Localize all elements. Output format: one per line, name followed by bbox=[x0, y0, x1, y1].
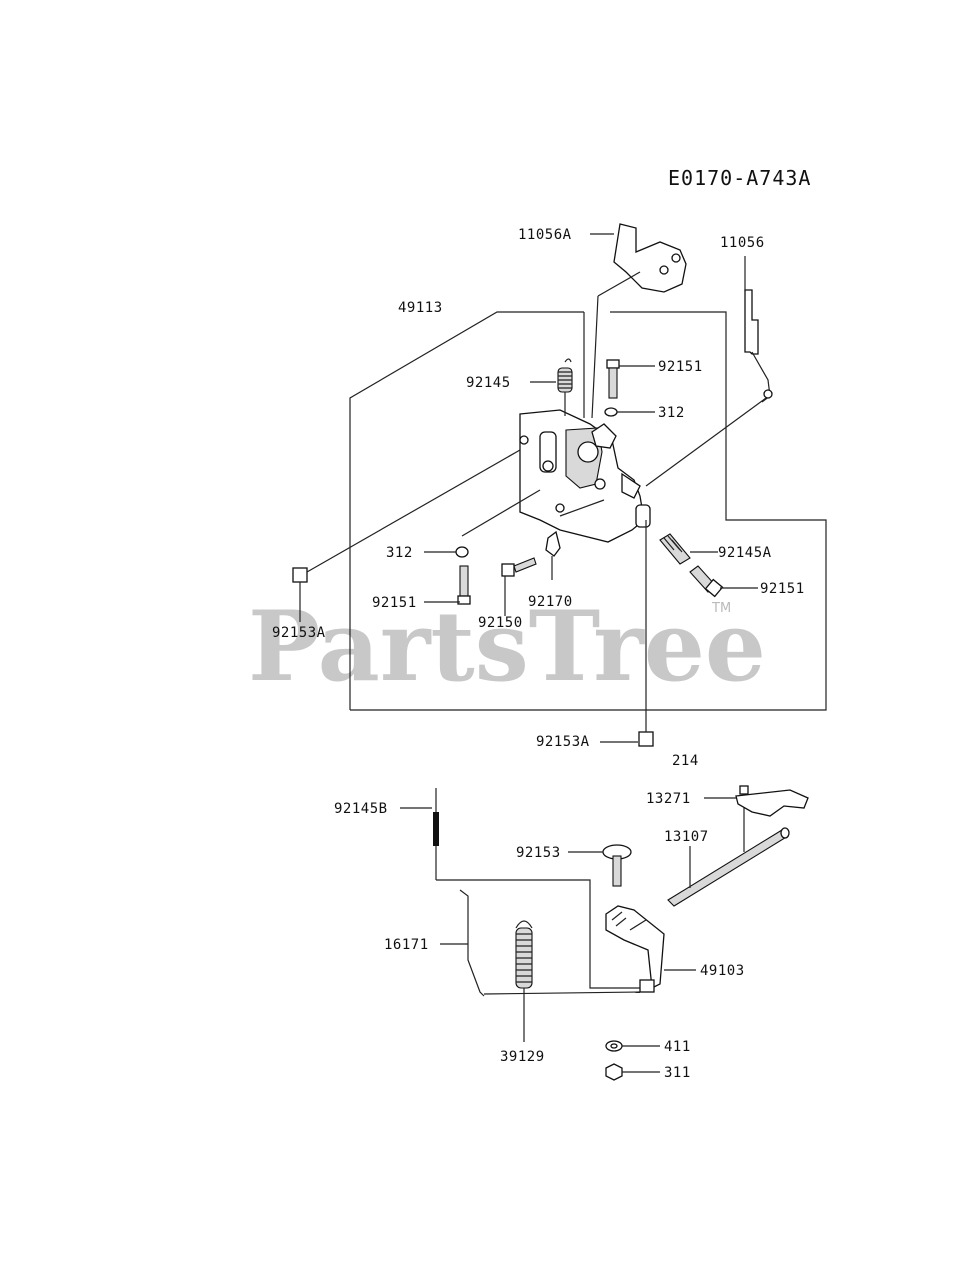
link-rod-11056 bbox=[645, 256, 773, 487]
callout-92145b: 92145B bbox=[334, 801, 388, 817]
callout-49113: 49113 bbox=[398, 300, 443, 316]
callout-312-top: 312 bbox=[658, 405, 685, 421]
callout-92145: 92145 bbox=[466, 375, 511, 391]
callout-92145a: 92145A bbox=[718, 545, 772, 561]
nut-312-left bbox=[455, 546, 469, 558]
spring-39129 bbox=[515, 920, 533, 1042]
callout-311: 311 bbox=[664, 1065, 691, 1081]
lever-49103 bbox=[605, 905, 696, 993]
callout-92151-right: 92151 bbox=[760, 581, 805, 597]
spring-92145a bbox=[659, 533, 691, 565]
watermark-trademark: TM bbox=[711, 601, 731, 616]
callout-92153: 92153 bbox=[516, 845, 561, 861]
callout-11056a: 11056A bbox=[518, 227, 572, 243]
callout-411: 411 bbox=[664, 1039, 691, 1055]
rod-92145b bbox=[400, 788, 640, 989]
watermark: PartsTree bbox=[248, 590, 766, 703]
washer-411 bbox=[605, 1040, 660, 1052]
bolt-92153a-bottom bbox=[638, 520, 654, 747]
bolt-92151-top bbox=[606, 359, 620, 399]
shaft-13107 bbox=[667, 827, 790, 907]
callout-92170: 92170 bbox=[528, 594, 573, 610]
callout-92150: 92150 bbox=[478, 615, 523, 631]
callout-92153a-left: 92153A bbox=[272, 625, 326, 641]
callout-13271: 13271 bbox=[646, 791, 691, 807]
diagram-code: E0170-A743A bbox=[668, 166, 811, 190]
bolt-92151-right bbox=[689, 565, 724, 598]
bolt-92151-left bbox=[457, 565, 471, 605]
callout-312-left: 312 bbox=[386, 545, 413, 561]
screw-92150 bbox=[501, 557, 537, 577]
callout-49103: 49103 bbox=[700, 963, 745, 979]
control-plate bbox=[519, 409, 651, 543]
rod-16171 bbox=[440, 889, 641, 997]
plate-13271 bbox=[704, 789, 809, 817]
callout-92151-top: 92151 bbox=[658, 359, 703, 375]
nut-311 bbox=[605, 1063, 660, 1081]
bolt-92153 bbox=[568, 844, 632, 887]
callout-13107: 13107 bbox=[664, 829, 709, 845]
bolt-92153a-left bbox=[292, 449, 521, 583]
clip-92170 bbox=[545, 530, 561, 580]
callout-16171: 16171 bbox=[384, 937, 429, 953]
callout-214: 214 bbox=[672, 753, 699, 769]
bracket-11056a bbox=[591, 223, 687, 419]
callout-92151-left: 92151 bbox=[372, 595, 417, 611]
spring-92145 bbox=[557, 358, 573, 416]
callout-92153a-bottom: 92153A bbox=[536, 734, 590, 750]
nut-312-top bbox=[604, 407, 618, 417]
callout-39129: 39129 bbox=[500, 1049, 545, 1065]
callout-11056: 11056 bbox=[720, 235, 765, 251]
assembly-frame bbox=[349, 311, 827, 711]
leader-lines-upper bbox=[299, 233, 758, 743]
